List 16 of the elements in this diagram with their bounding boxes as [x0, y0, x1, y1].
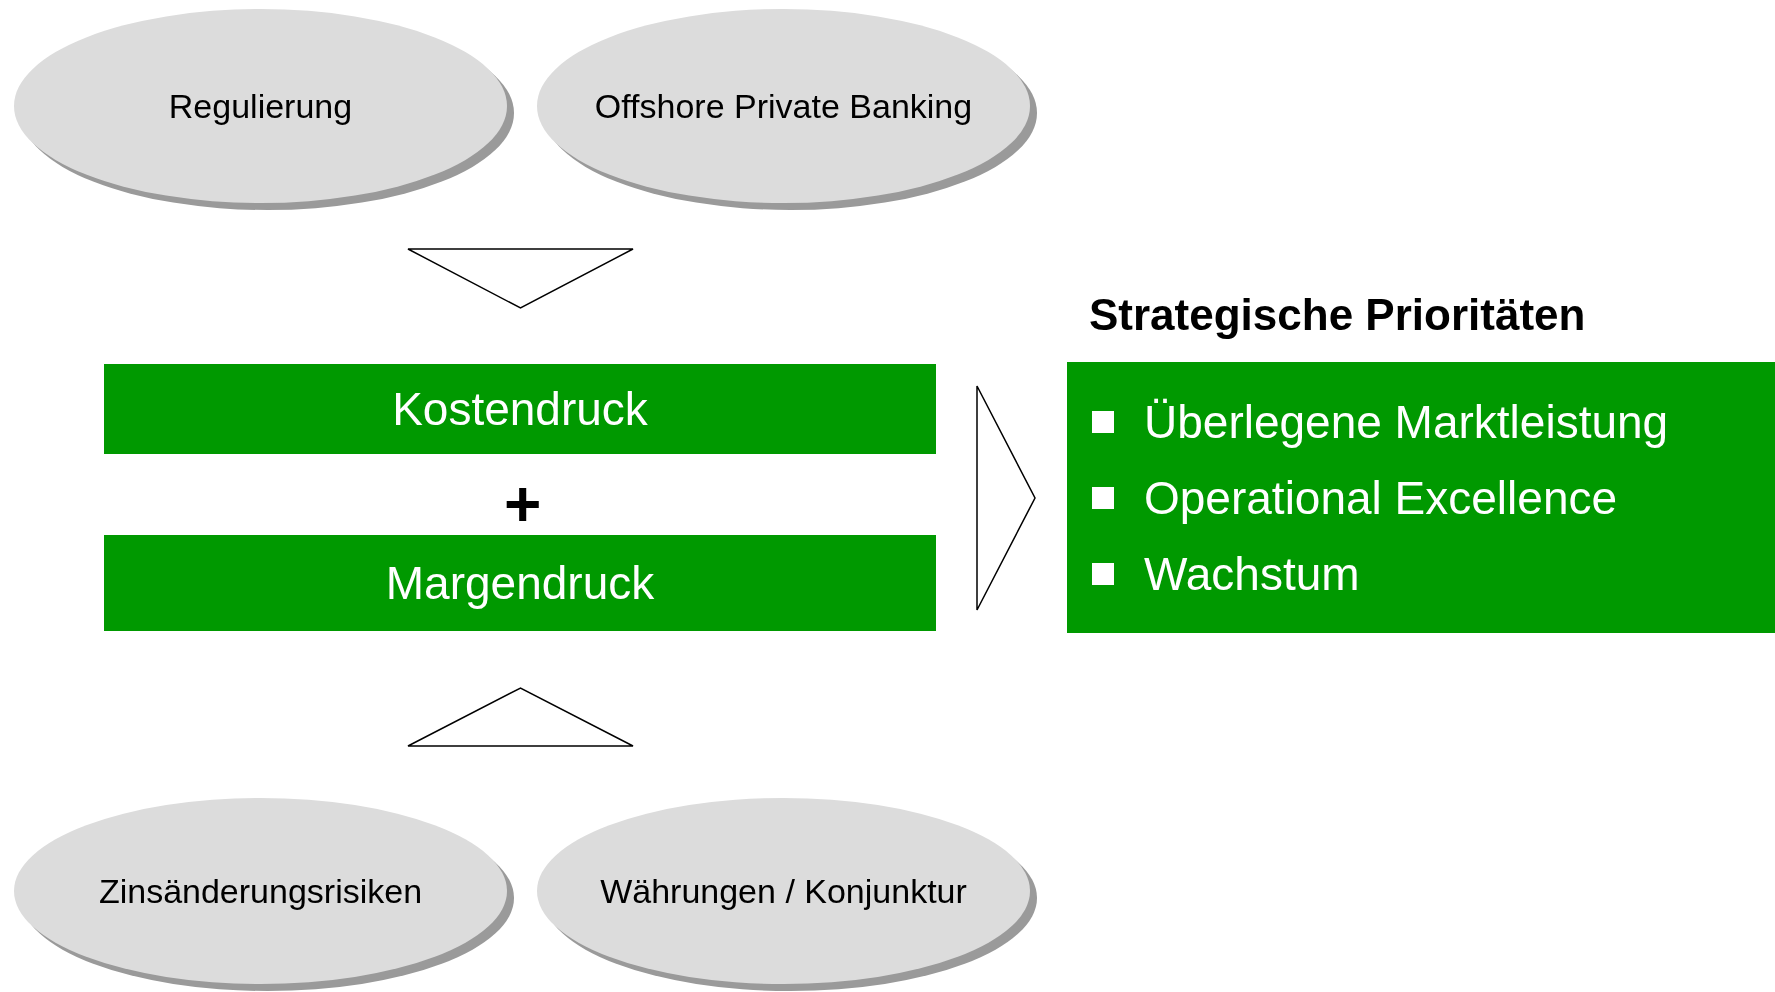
triangle-arrow-shape: [407, 248, 634, 309]
triangle-arrow-shape: [976, 385, 1036, 611]
node-label: Regulierung: [168, 86, 353, 126]
pressure-bar: [104, 535, 936, 631]
priority-item: Überlegene Marktleistung: [1144, 394, 1669, 449]
triangle-arrow-shape: [407, 687, 634, 747]
bar-label: Margendruck: [385, 556, 655, 610]
node-label: Offshore Private Banking: [594, 86, 973, 126]
priority-item: Operational Excellence: [1144, 470, 1618, 525]
node-label: Zinsänderungsrisiken: [98, 871, 423, 911]
pressure-bar: [104, 364, 936, 454]
node-label: Währungen / Konjunktur: [600, 871, 967, 911]
plus-sign: +: [504, 472, 542, 536]
priority-item: Wachstum: [1144, 546, 1360, 601]
panel-heading: Strategische Prioritäten: [1089, 290, 1586, 340]
bar-label: Kostendruck: [392, 382, 648, 436]
